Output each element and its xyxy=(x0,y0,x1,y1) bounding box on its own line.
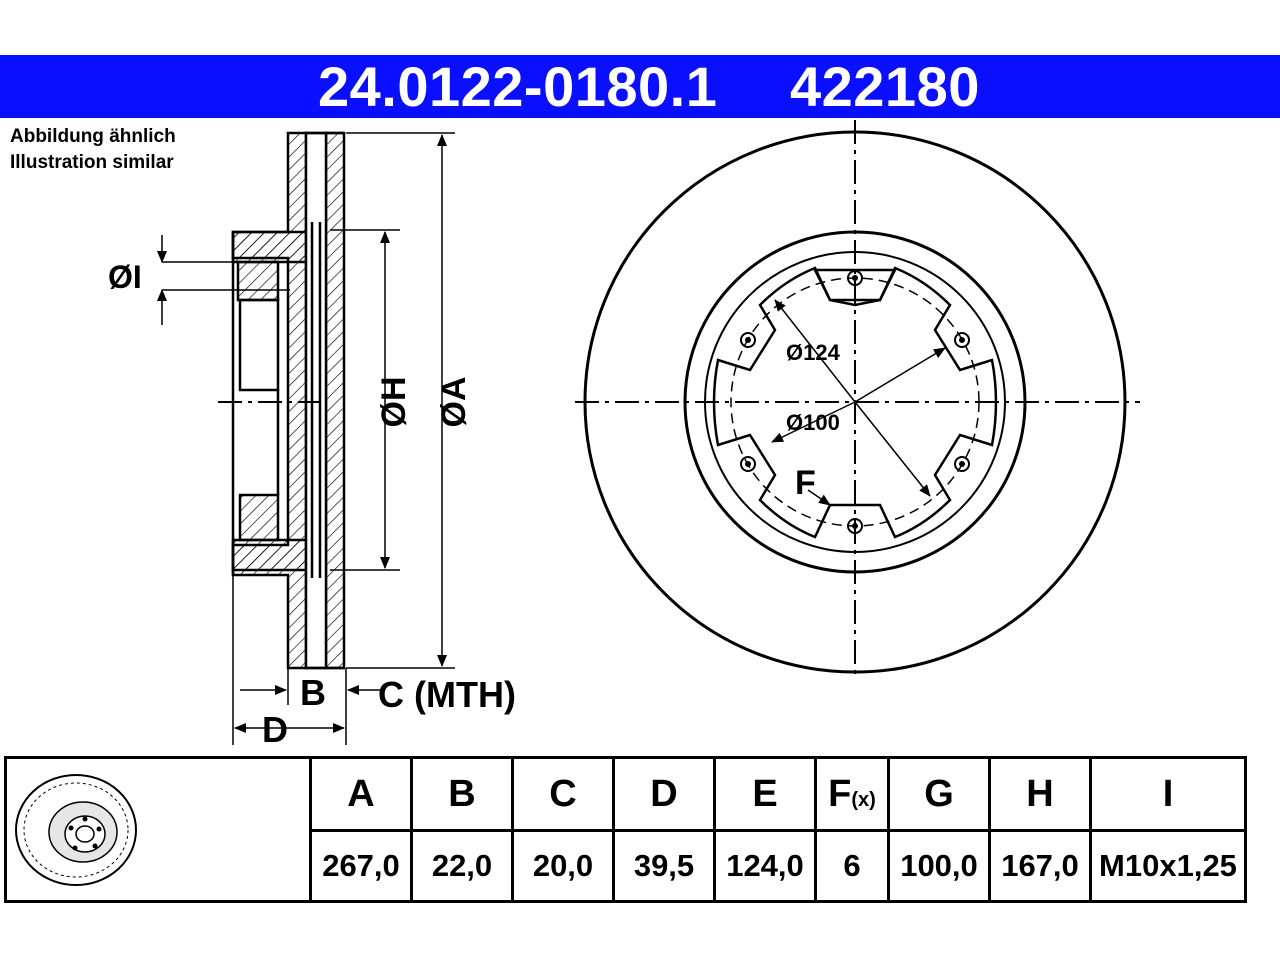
value-d: 39,5 xyxy=(612,829,716,903)
reference-number: 422180 xyxy=(790,55,980,118)
header-d: D xyxy=(612,756,716,832)
value-i: M10x1,25 xyxy=(1089,829,1247,903)
hub-step-bottom xyxy=(238,493,280,542)
title-bar: 24.0122-0180.1 422180 xyxy=(0,55,1280,118)
illustration-note: Abbildung ähnlich Illustration similar xyxy=(10,124,176,176)
header-i: I xyxy=(1089,756,1247,832)
dim-i xyxy=(157,235,290,325)
header-c: C xyxy=(511,756,615,832)
thumbnail-cell xyxy=(4,756,312,903)
header-g: G xyxy=(887,756,991,832)
dim-h xyxy=(330,229,400,571)
header-f-key: F xyxy=(828,772,852,815)
header-a: A xyxy=(309,756,413,832)
label-pcd: Ø124 xyxy=(786,340,841,365)
label-center-bore: Ø100 xyxy=(786,410,840,435)
value-e: 124,0 xyxy=(713,829,817,903)
hub-step-top xyxy=(238,298,280,392)
dimension-table: A B C D E F(x) G H I 267,0 22,0 20,0 39,… xyxy=(4,756,1247,903)
vent-channel xyxy=(304,131,328,670)
value-b: 22,0 xyxy=(410,829,514,903)
table-value-row: 267,0 22,0 20,0 39,5 124,0 6 100,0 167,0… xyxy=(6,829,1247,903)
note-german: Abbildung ähnlich xyxy=(10,126,176,147)
disc-thumbnail-icon xyxy=(15,773,137,886)
value-f: 6 xyxy=(814,829,890,903)
label-h: ØH xyxy=(375,377,413,428)
dim-a xyxy=(346,132,455,669)
label-i: ØI xyxy=(108,259,142,295)
hub-top-block xyxy=(231,230,310,264)
header-h: H xyxy=(988,756,1092,832)
label-d: D xyxy=(262,709,288,750)
value-h: 167,0 xyxy=(988,829,1092,903)
hub-bottom-block xyxy=(231,538,310,572)
header-f-suffix: (x) xyxy=(851,788,876,811)
note-english: Illustration similar xyxy=(10,152,174,173)
table-header-row: A B C D E F(x) G H I xyxy=(4,756,1247,903)
value-a: 267,0 xyxy=(309,829,413,903)
label-c: C (MTH) xyxy=(378,674,516,715)
hub-notched-outline xyxy=(712,266,998,539)
header-f: F(x) xyxy=(814,756,890,832)
dim-bcd xyxy=(232,575,380,745)
article-number: 24.0122-0180.1 xyxy=(318,55,718,118)
label-b: B xyxy=(300,672,326,713)
value-g: 100,0 xyxy=(887,829,991,903)
bolt-hole-top xyxy=(236,260,280,302)
value-c: 20,0 xyxy=(511,829,615,903)
friction-ring-left xyxy=(231,131,308,670)
header-e: E xyxy=(713,756,817,832)
side-section-view xyxy=(231,131,346,670)
header-b: B xyxy=(410,756,514,832)
label-f: F xyxy=(795,464,816,502)
friction-ring-right xyxy=(324,131,346,670)
label-a: ØA xyxy=(435,377,473,428)
